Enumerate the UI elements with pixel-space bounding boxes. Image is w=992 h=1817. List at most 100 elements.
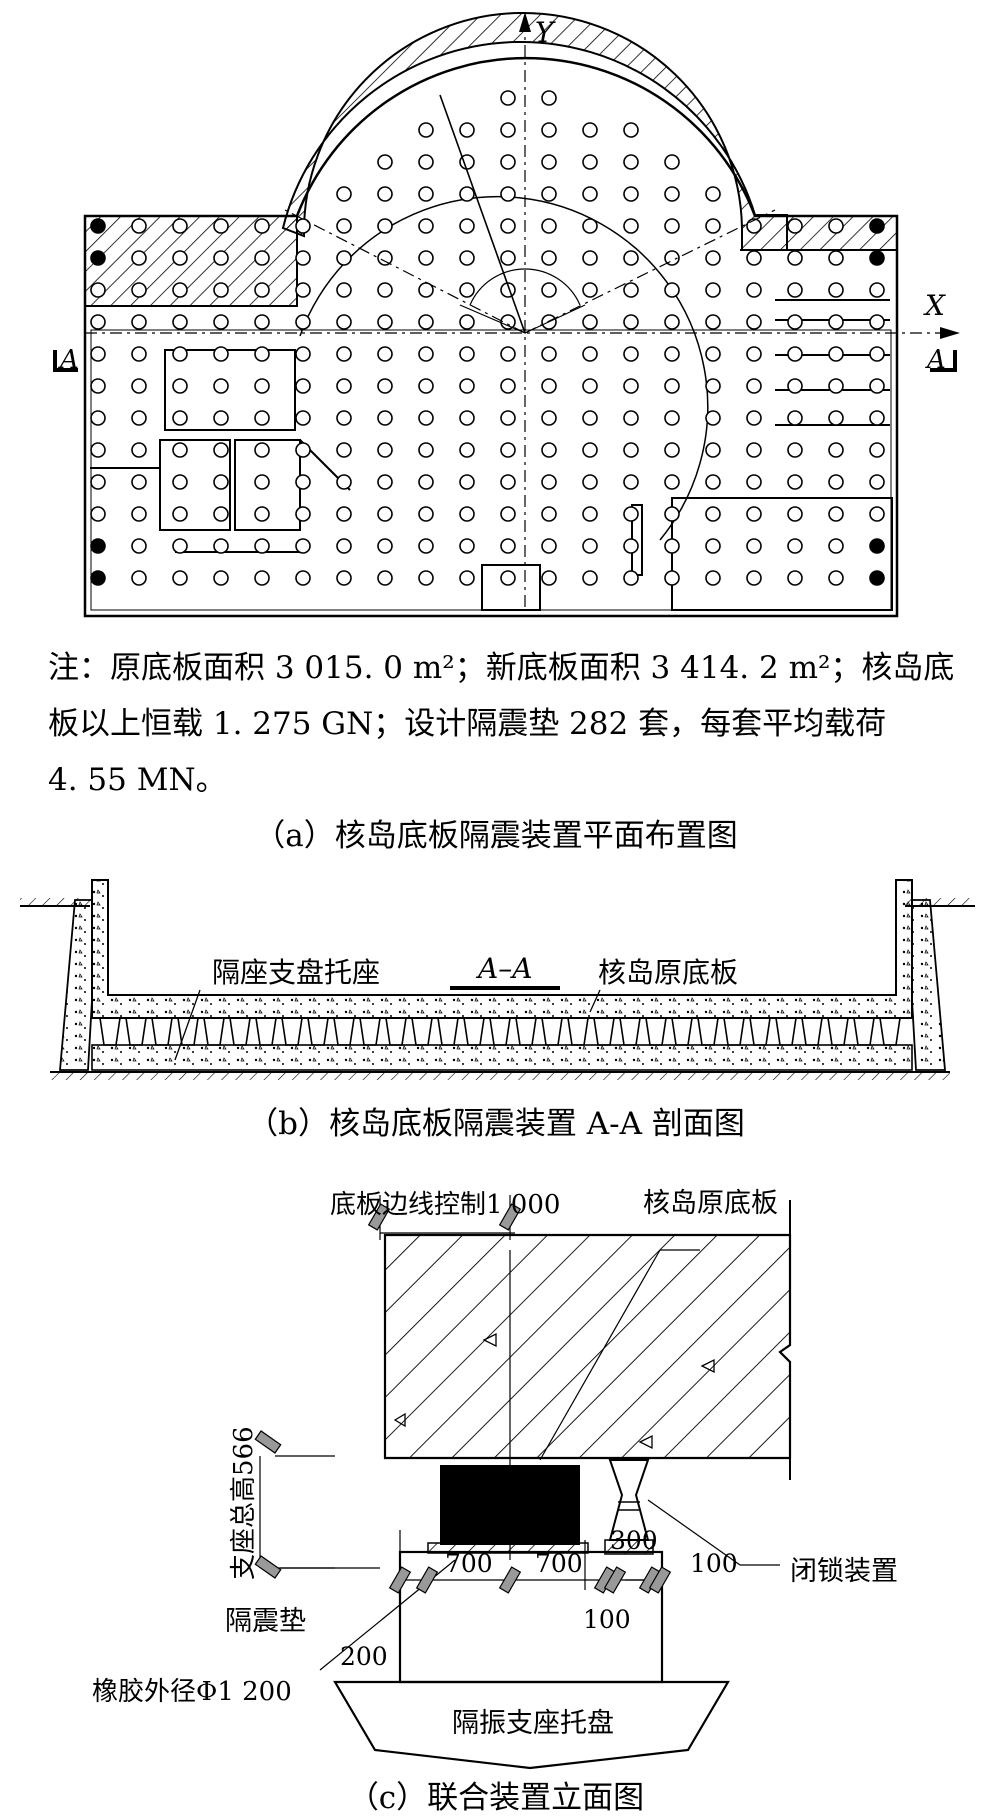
isolator-circle	[377, 538, 393, 554]
isolator-circle	[418, 506, 434, 522]
bearing-tooth	[99, 1017, 121, 1046]
isolator-circle	[582, 122, 598, 138]
isolator-circle	[418, 442, 434, 458]
y-axis-label: Y	[535, 16, 556, 49]
label-total-height: 支座总高566	[229, 1426, 259, 1580]
svg-text:A: A	[925, 345, 946, 375]
isolator-circle	[500, 90, 516, 106]
isolator-circle	[90, 538, 106, 554]
bearing-tooth	[203, 1017, 225, 1046]
isolator-circle	[172, 250, 188, 266]
bearing-tooth	[229, 1017, 251, 1046]
isolator-circle	[828, 346, 844, 362]
isolator-circle	[295, 570, 311, 586]
bearing-tooth	[879, 1017, 901, 1046]
isolator-circle	[787, 410, 803, 426]
isolator-circle	[623, 474, 639, 490]
isolator-circle	[90, 378, 106, 394]
isolator-circle	[869, 506, 885, 522]
isolator-circle	[664, 186, 680, 202]
isolator-circle	[418, 282, 434, 298]
isolator-circle	[377, 154, 393, 170]
isolator-circle	[705, 282, 721, 298]
isolator-circle	[705, 346, 721, 362]
isolator-circle	[541, 506, 557, 522]
isolator-circle	[869, 570, 885, 586]
isolator-circle	[336, 346, 352, 362]
label-edge-control: 底板边线控制1 000	[330, 1190, 560, 1220]
y-axis-arrow	[519, 12, 531, 32]
isolator-circle	[90, 410, 106, 426]
isolator-circle	[172, 282, 188, 298]
isolator-circle	[500, 538, 516, 554]
isolator-circle	[172, 506, 188, 522]
isolator-circle	[131, 570, 147, 586]
isolator-circle	[500, 506, 516, 522]
hatched-ring	[84, 12, 898, 307]
isolator-circle	[828, 314, 844, 330]
isolator-circle	[336, 378, 352, 394]
isolator-circle	[541, 186, 557, 202]
isolator-circle	[254, 538, 270, 554]
isolator-circle	[336, 538, 352, 554]
isolator-circle	[377, 506, 393, 522]
isolator-circle	[459, 538, 475, 554]
isolator-circle	[705, 506, 721, 522]
isolator-circle	[459, 378, 475, 394]
isolator-circle	[541, 442, 557, 458]
isolator-circle	[254, 378, 270, 394]
isolator-circle	[787, 538, 803, 554]
isolator-circle	[254, 410, 270, 426]
x-axis-arrow	[940, 327, 960, 339]
figure-b-section: 隔座支盘托座 A–A 核岛原底板	[20, 879, 975, 1080]
isolator-circle	[787, 282, 803, 298]
isolator-circle	[705, 442, 721, 458]
bearing-tooth	[255, 1017, 277, 1046]
bearing-tooth	[359, 1017, 381, 1046]
isolator-circle	[459, 122, 475, 138]
isolator-circle	[418, 378, 434, 394]
isolator-circle	[254, 506, 270, 522]
isolator-circle	[869, 410, 885, 426]
isolator-circle	[213, 282, 229, 298]
isolator-circle	[541, 346, 557, 362]
isolator-circle	[459, 474, 475, 490]
section-mark-left: A	[53, 345, 79, 375]
isolator-circle	[172, 314, 188, 330]
svg-text:A: A	[58, 345, 79, 375]
isolator-circle	[828, 410, 844, 426]
bearing-tooth	[671, 1017, 693, 1046]
isolator-circle	[131, 410, 147, 426]
isolator-circle	[500, 186, 516, 202]
isolator-circle	[541, 410, 557, 426]
bearing-tooth	[593, 1017, 615, 1046]
isolator-circle	[705, 410, 721, 426]
isolator-circle	[623, 154, 639, 170]
isolator-circle	[582, 474, 598, 490]
isolator-circle	[623, 218, 639, 234]
isolator-circle	[705, 218, 721, 234]
isolator-circle	[377, 442, 393, 458]
isolator-circle	[172, 346, 188, 362]
isolator-circle	[254, 218, 270, 234]
bearing-tooth	[645, 1017, 667, 1046]
axes	[85, 20, 952, 610]
label-rubber-diameter: 橡胶外径Φ1 200	[92, 1677, 292, 1707]
bearing-row	[99, 1017, 901, 1046]
isolator-circle	[623, 538, 639, 554]
isolator-circle	[541, 122, 557, 138]
isolator-circle	[295, 410, 311, 426]
isolator-circle	[213, 506, 229, 522]
bearing-tooth	[853, 1017, 875, 1046]
isolator-circle	[869, 282, 885, 298]
isolator-circle	[623, 378, 639, 394]
isolator-circle	[213, 378, 229, 394]
dim-700-right: 700	[535, 1549, 583, 1578]
isolator-circle	[254, 314, 270, 330]
bearing-tooth	[385, 1017, 407, 1046]
isolator-circle	[664, 154, 680, 170]
bearing-tooth	[801, 1017, 823, 1046]
isolator-circle	[500, 250, 516, 266]
figure-a-note: 注：原底板面积 3 015. 0 m²；新底板面积 3 414. 2 m²；核岛…	[48, 640, 968, 808]
isolator-circle	[869, 442, 885, 458]
